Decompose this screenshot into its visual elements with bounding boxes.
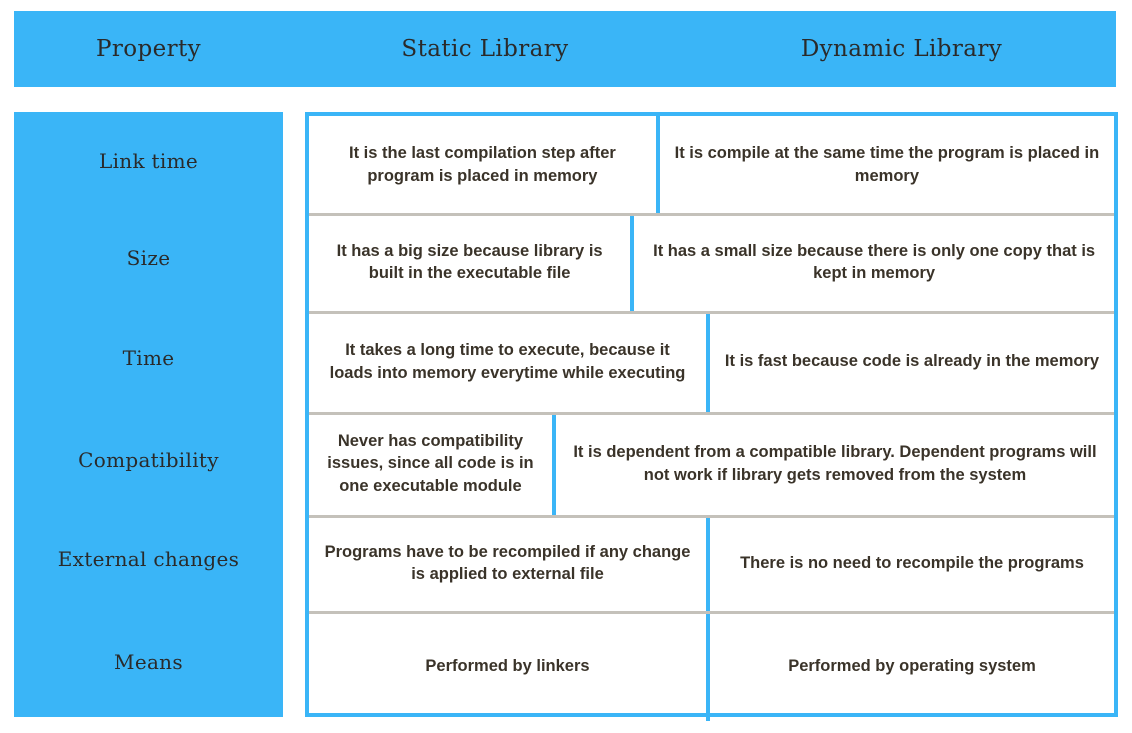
- header-cell-static-library: Static Library: [401, 36, 569, 62]
- dynamic-cell-means: Performed by operating system: [788, 656, 1036, 675]
- comparison-table: It is the last compilation step after pr…: [305, 112, 1118, 721]
- property-label-compatibility: Compatibility: [78, 447, 219, 472]
- table-row: Programs have to be recompiled if any ch…: [309, 515, 1114, 611]
- dynamic-cell-compatibility: It is dependent from a compatible librar…: [573, 443, 1097, 484]
- header-cell-dynamic-library: Dynamic Library: [800, 36, 1003, 62]
- property-label-link-time: Link time: [99, 148, 198, 173]
- property-label-time: Time: [122, 345, 175, 370]
- static-cell-compatibility: Never has compatibility issues, since al…: [309, 412, 556, 515]
- static-cell-link-time: It is the last compilation step after pr…: [309, 116, 660, 213]
- property-column-panel: Link time Size Time Compatibility Extern…: [14, 112, 283, 717]
- property-label-external-changes: External changes: [57, 547, 240, 571]
- static-cell-external-changes: Programs have to be recompiled if any ch…: [309, 515, 710, 611]
- table-row: It takes a long time to execute, because…: [309, 311, 1114, 412]
- property-label-size: Size: [126, 246, 171, 270]
- table-row: Performed by linkers Performed by operat…: [309, 611, 1114, 721]
- table-row: It is the last compilation step after pr…: [309, 116, 1114, 213]
- table-header-bar: Property Static Library Dynamic Library: [14, 11, 1116, 87]
- dynamic-cell-size: It has a small size because there is onl…: [653, 241, 1096, 282]
- static-cell-means: Performed by linkers: [309, 611, 710, 721]
- table-row: It has a big size because library is bui…: [309, 213, 1114, 311]
- header-cell-property: Property: [95, 36, 202, 62]
- dynamic-cell-external-changes: There is no need to recompile the progra…: [740, 553, 1084, 572]
- static-cell-time: It takes a long time to execute, because…: [309, 311, 710, 412]
- dynamic-cell-time: It is fast because code is already in th…: [724, 352, 1100, 371]
- table-row: Never has compatibility issues, since al…: [309, 412, 1114, 515]
- property-label-means: Means: [114, 650, 183, 674]
- dynamic-cell-link-time: It is compile at the same time the progr…: [674, 144, 1100, 185]
- static-cell-size: It has a big size because library is bui…: [309, 213, 635, 311]
